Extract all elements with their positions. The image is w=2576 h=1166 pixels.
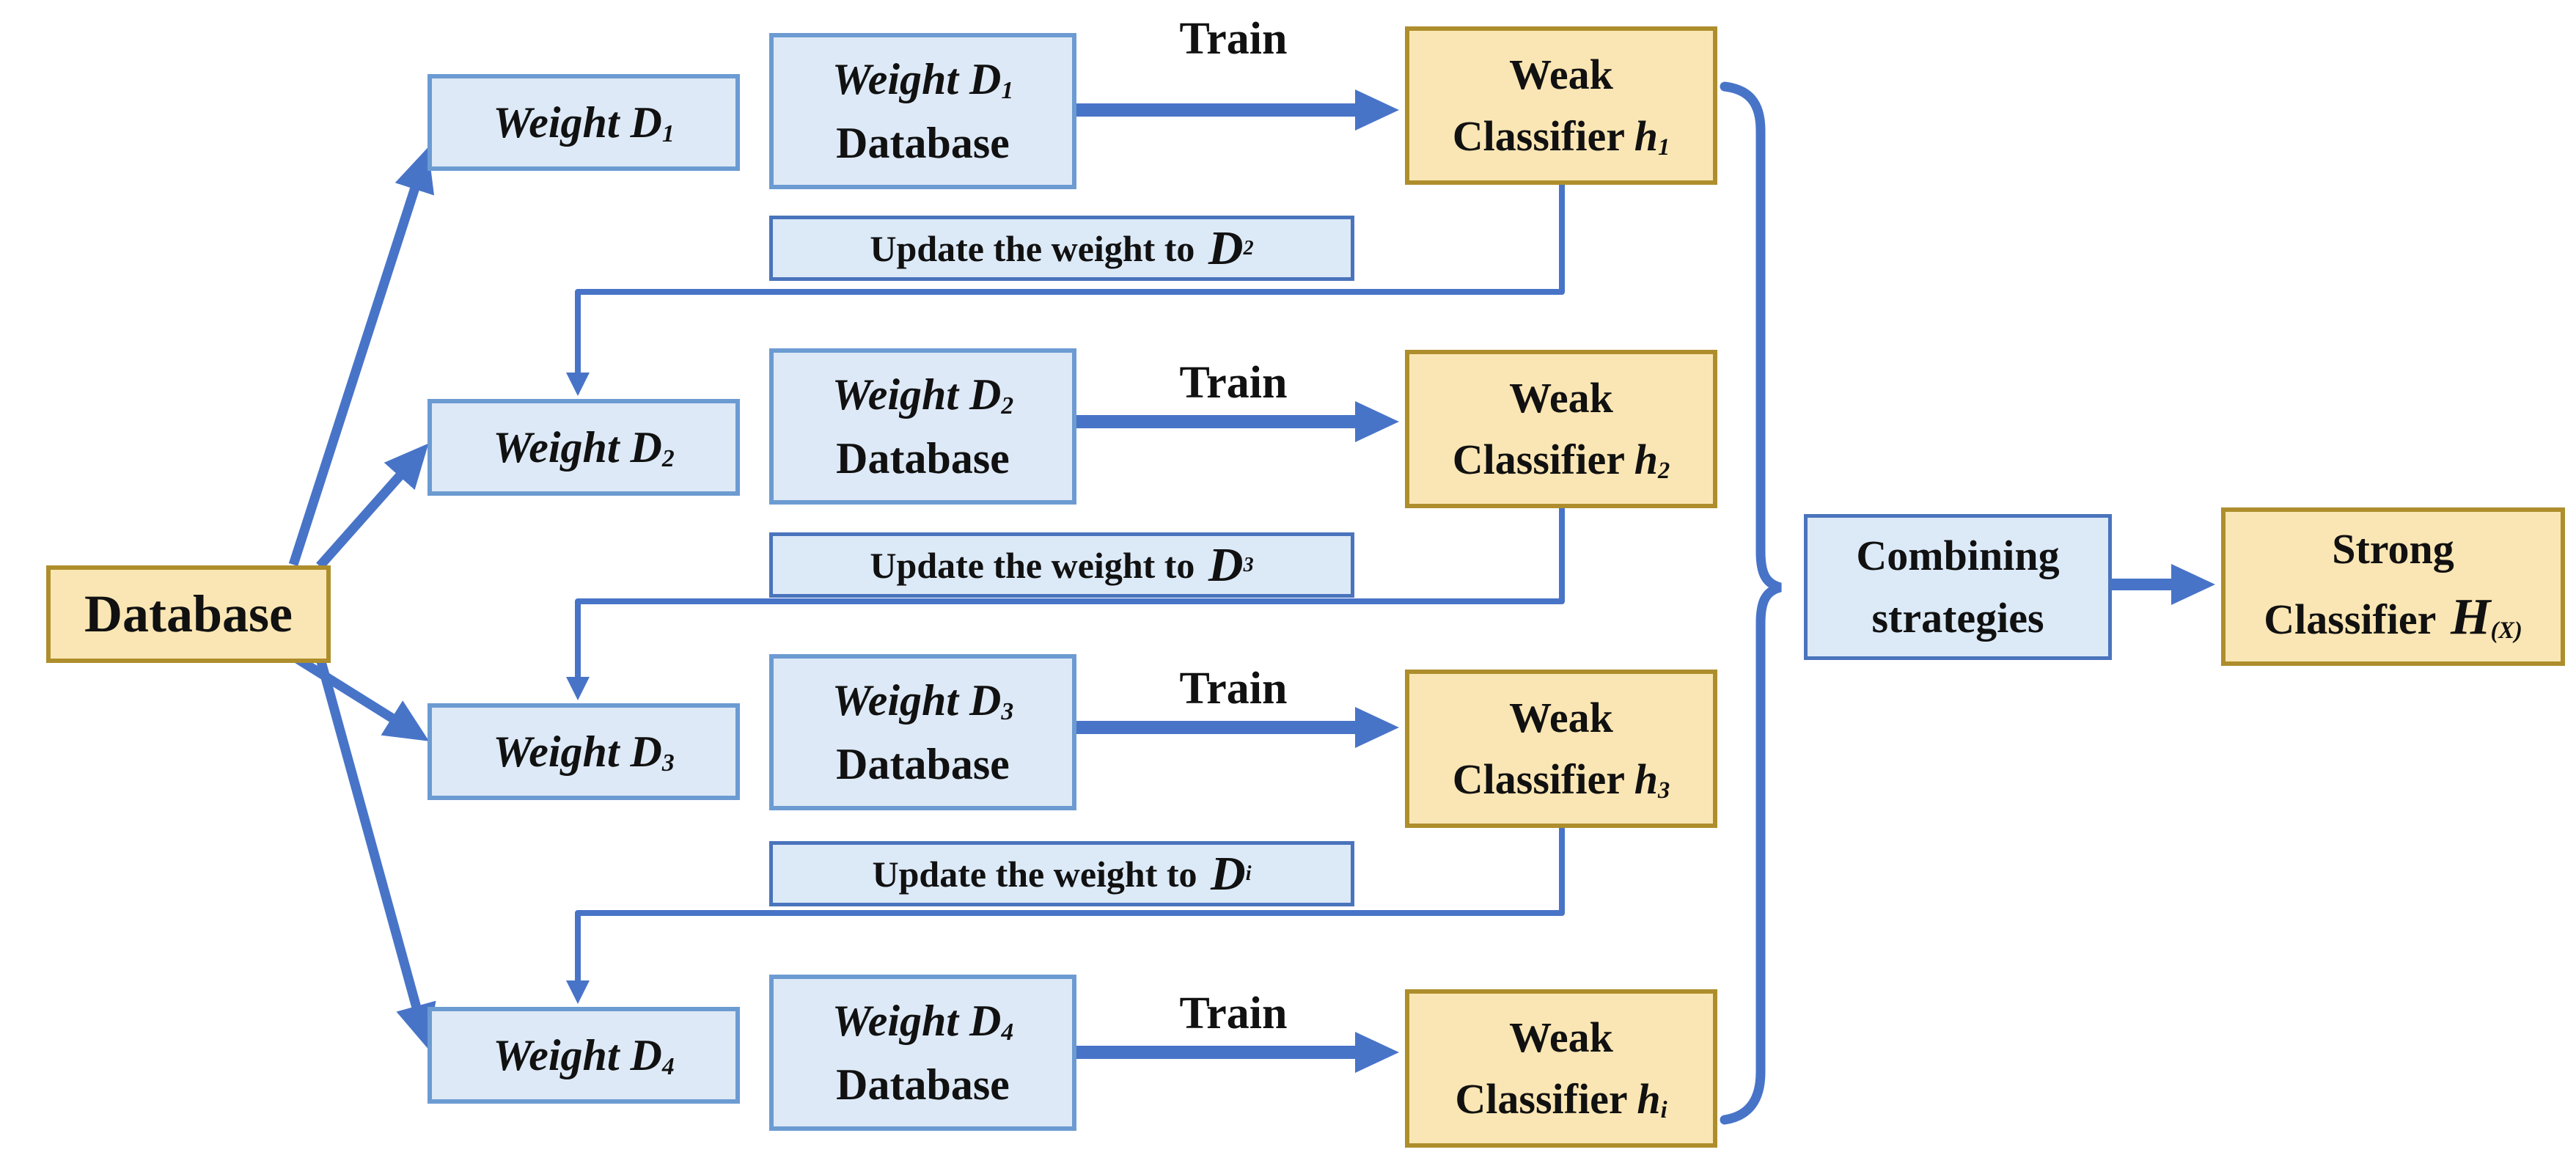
- strong-line1: Strong: [2332, 525, 2454, 573]
- weak4-line1: Weak: [1509, 1013, 1613, 1061]
- train-label-2: Train: [1179, 358, 1288, 408]
- weight-d4-database-box: Weight D4 Database: [769, 975, 1076, 1131]
- update-connector-3: [566, 819, 1565, 1004]
- weight-box-d4: Weight D4: [428, 1007, 740, 1104]
- arrow-database-to-weight-2: [316, 443, 429, 570]
- weak1-line1: Weak: [1509, 50, 1613, 98]
- combining-strategies-box: Combining strategies: [1804, 514, 2112, 660]
- update-connector-2: [566, 501, 1565, 700]
- weight-d4-db-line2: Database: [836, 1060, 1010, 1109]
- weight-d4-label: Weight D4: [493, 1030, 675, 1080]
- weight-d1-label: Weight D1: [493, 98, 675, 147]
- weight-d4-db-line1: Weight D4: [832, 996, 1014, 1046]
- train-label-4: Train: [1179, 989, 1288, 1038]
- update2-text: Update the weight to: [870, 544, 1195, 586]
- weight-d2-db-line2: Database: [836, 433, 1010, 483]
- brace-bracket: [1720, 81, 1782, 1125]
- weak2-line1: Weak: [1509, 373, 1613, 422]
- weight-d2-db-line1: Weight D2: [832, 370, 1014, 419]
- weight-d3-db-line2: Database: [836, 739, 1010, 788]
- weight-box-d3: Weight D3: [428, 703, 740, 800]
- weight-d1-db-line2: Database: [836, 118, 1010, 167]
- weight-box-d1: Weight D1: [428, 74, 740, 171]
- update3-text: Update the weight to: [872, 853, 1197, 895]
- weak3-line1: Weak: [1509, 693, 1613, 741]
- weight-d1-db-line1: Weight D1: [832, 54, 1014, 104]
- combining-line2: strategies: [1871, 593, 2044, 642]
- weight-d2-label: Weight D2: [493, 422, 675, 472]
- arrow-database-to-weight-4: [315, 655, 436, 1049]
- weight-d1-database-box: Weight D1 Database: [769, 33, 1076, 189]
- update-connector-1: [566, 177, 1565, 396]
- weight-d3-label: Weight D3: [493, 727, 675, 777]
- train-label-1: Train: [1179, 14, 1288, 64]
- weight-box-d2: Weight D2: [428, 399, 740, 496]
- database-box: Database: [46, 565, 331, 663]
- weight-d3-database-box: Weight D3 Database: [769, 654, 1076, 810]
- arrow-database-to-weight-1: [288, 147, 435, 566]
- arrow-database-to-weight-3: [290, 652, 430, 741]
- combining-line1: Combining: [1856, 532, 2060, 580]
- database-label: Database: [84, 584, 293, 644]
- train-label-3: Train: [1179, 664, 1288, 714]
- weight-d2-database-box: Weight D2 Database: [769, 348, 1076, 505]
- update1-text: Update the weight to: [870, 227, 1195, 269]
- weight-d3-db-line1: Weight D3: [832, 675, 1014, 725]
